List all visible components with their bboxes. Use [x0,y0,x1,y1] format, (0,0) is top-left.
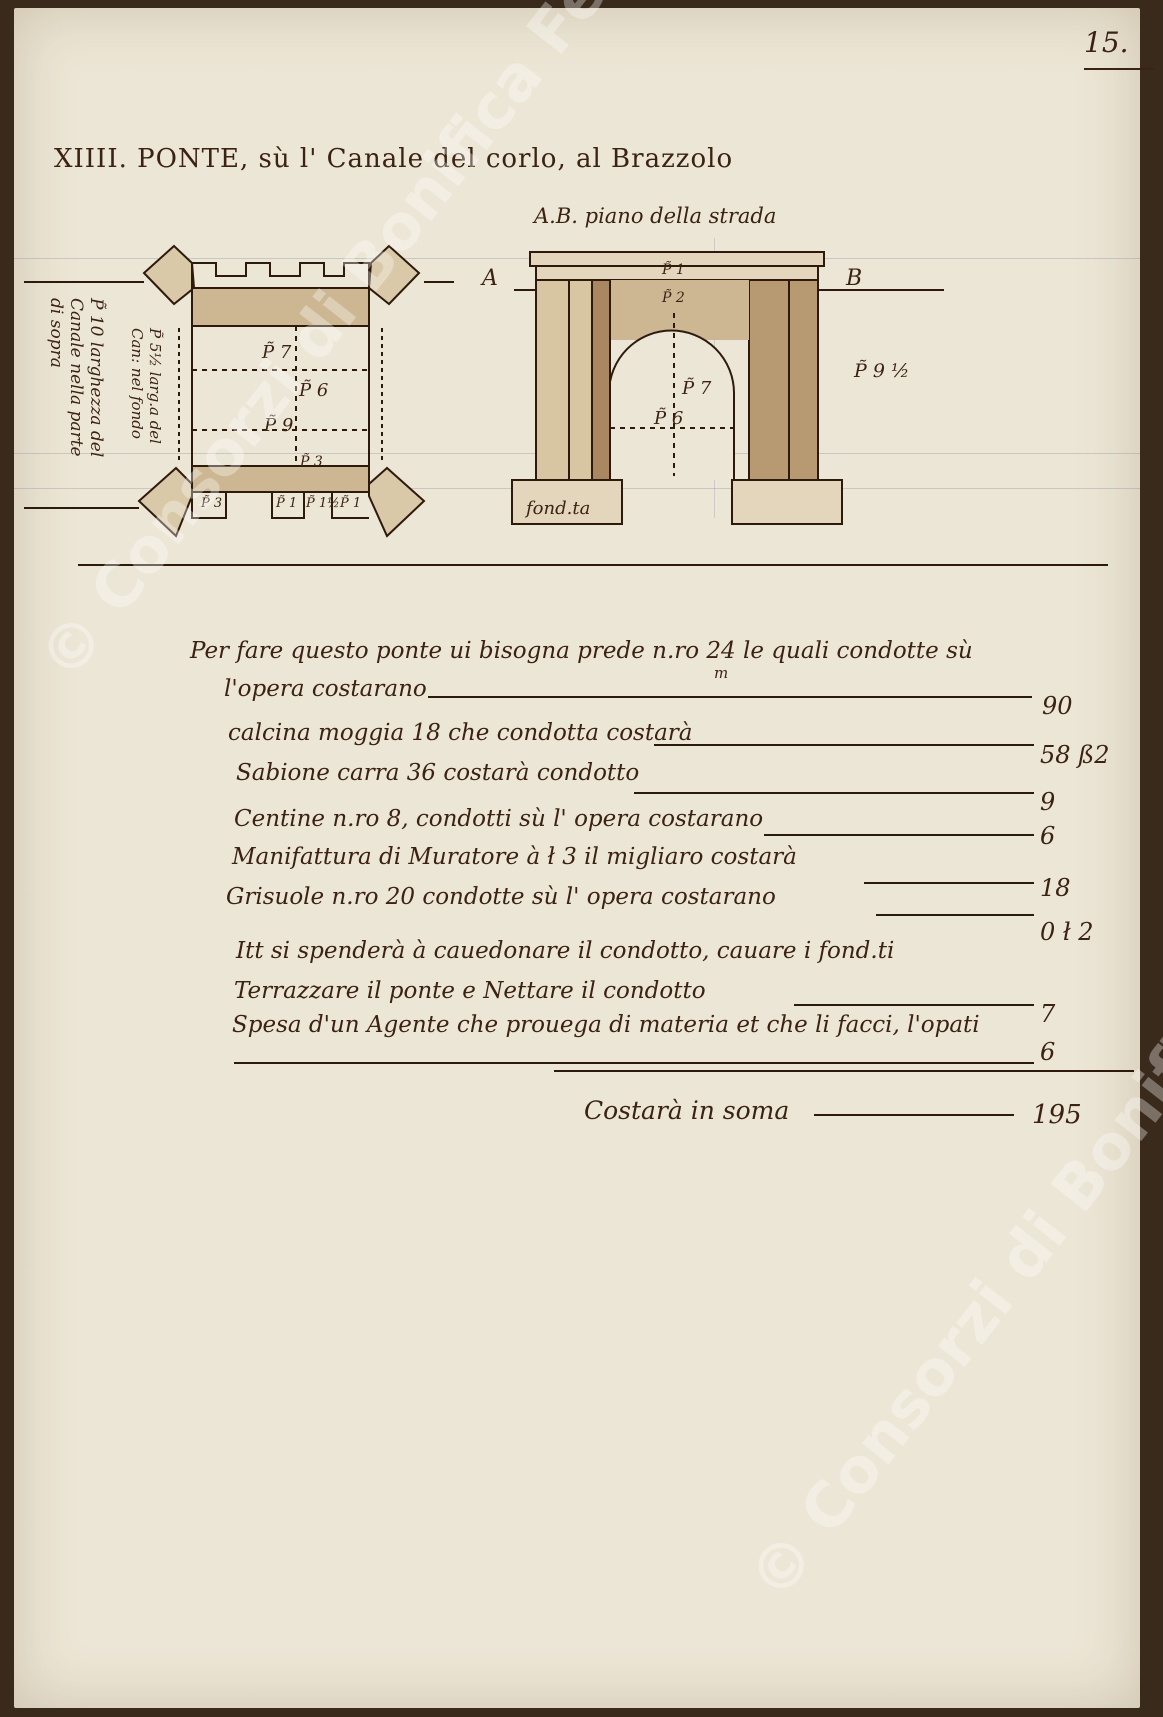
archive-watermark: © Consorzi di Bonifica Ferraresi [734,694,1163,1613]
leader-line [764,834,1034,836]
page-title: XIIII. PONTE, sù l' Canale del corlo, al… [54,144,734,174]
elevation-arch-dimension: P̃ 2 [662,290,685,306]
plan-dimension-side: P̃ 6 [299,380,329,401]
leader-line [654,744,1034,746]
plan-dimension-middle: P̃ 9 [264,415,294,436]
point-b-label: B [846,266,863,291]
leader-line [634,792,1034,794]
item-amount: 18 [1040,874,1071,902]
foundation-label: fond.ta [526,498,591,519]
sum-rule [234,1062,1034,1064]
estimate-intro-continuation: l'opera costarano [224,676,427,702]
estimate-item: Sabione carra 36 costarà condotto [236,760,640,786]
total-label: Costarà in soma [584,1096,790,1125]
estimate-item: Grisuole n.ro 20 condotte sù l' opera co… [226,884,776,910]
point-a-label: A [482,266,498,291]
leader-line [794,1004,1034,1006]
plan-bottom-label: P̃ 3 [201,496,223,511]
estimate-item: calcina moggia 18 che condotta costarà [228,720,693,746]
section-divider [78,564,1108,566]
sum-rule [554,1070,1134,1072]
plan-bottom-label: P̃ 1 [276,496,298,511]
manuscript-page: 15. XIIII. PONTE, sù l' Canale del corlo… [14,0,1163,1708]
canal-width-note: P̃ 10 larghezza del Canale nella parte d… [46,298,106,458]
estimate-item: Manifattura di Muratore à ł 3 il migliar… [232,844,797,870]
leader-line [876,914,1034,916]
plan-bottom-label: P̃ 1 [340,496,362,511]
estimate-item: Spesa d'un Agente che prouega di materia… [232,1012,980,1038]
estimate-intro: Per fare questo ponte ui bisogna prede n… [190,638,973,664]
plan-bottom-label: P̃ 1½ [306,496,340,511]
bridge-elevation-drawing [511,251,944,525]
item-amount: 7 [1040,1000,1056,1028]
leader-line [864,882,1034,884]
item-amount: 9 [1040,788,1056,816]
item-amount: 58 ß2 [1040,741,1110,769]
elevation-top-dimension: P̃ 1 [662,262,685,278]
total-amount: 195 [1032,1100,1082,1130]
elevation-total-height: P̃ 9 ½ [854,360,910,382]
page-number: 15. [1084,26,1129,59]
item-amount: 6 [1040,1038,1056,1066]
item-amount: 0 ł 2 [1040,918,1094,946]
road-level-label: A.B. piano della strada [534,204,777,228]
estimate-item: Terrazzare il ponte e Nettare il condott… [234,978,706,1004]
line-amount: 90 [1042,692,1073,720]
plan-dimension-lower: P̃ 3 [300,454,323,470]
estimate-item: Centine n.ro 8, condotti sù l' opera cos… [234,806,764,832]
estimate-item: Itt si spenderà à cauedonare il condotto… [236,938,895,964]
plan-dimension-top: P̃ 7 [262,342,292,363]
elevation-height-dimension: P̃ 7 [682,378,712,399]
elevation-width-dimension: P̃ 6 [654,408,684,429]
estimate-intro-unit: m [714,664,729,682]
leader-line [428,696,1032,698]
page-number-rule [1084,68,1154,70]
leader-line [814,1114,1014,1116]
canal-bottom-width-note: P̃ 5½ larg.a del Can: nel fondo [128,328,164,444]
bridge-drawings [24,244,944,538]
bridge-plan-drawing [24,244,454,538]
item-amount: 6 [1040,822,1056,850]
